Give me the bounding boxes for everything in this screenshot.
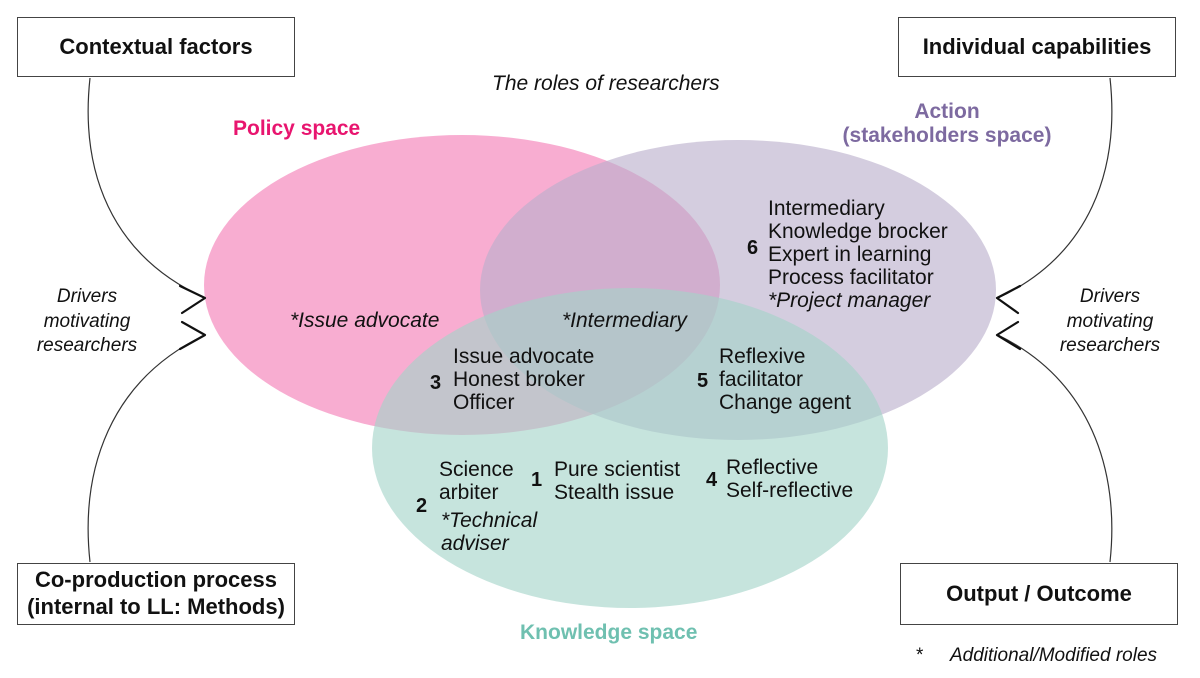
output-outcome-label: Output / Outcome xyxy=(946,580,1132,606)
coproduction-line-1: Co-production process xyxy=(34,567,277,593)
r6-line-4: Process facilitator xyxy=(768,266,934,290)
drivers-left: Drivers motivating researchers xyxy=(22,285,152,359)
region-5-roles: Reflexive facilitator Change agent xyxy=(719,345,851,414)
drivers-right-line-2: motivating xyxy=(1066,310,1154,332)
region-2-modified-role: *Technical adviser xyxy=(441,509,537,555)
contextual-factors-label: Contextual factors xyxy=(59,33,253,59)
arrow-coproduction xyxy=(87,334,206,563)
coproduction-line-2: (internal to LL: Methods) xyxy=(27,594,285,619)
r5-line-1: Reflexive xyxy=(719,345,806,368)
drivers-left-line-3: researchers xyxy=(36,335,138,357)
r4-line-1: Reflective xyxy=(726,456,819,479)
r2-line-2: arbiter xyxy=(439,481,499,505)
contextual-factors-box: Contextual factors xyxy=(17,17,295,77)
arrowhead-left-top xyxy=(178,284,207,315)
footnote-text: Additional/Modified roles xyxy=(950,645,1158,666)
drivers-right-line-1: Drivers xyxy=(1079,286,1141,307)
r1-line-1: Pure scientist xyxy=(554,458,681,481)
role-number-4: 4 xyxy=(706,469,718,491)
role-number-6: 6 xyxy=(747,237,759,259)
r3-line-1: Issue advocate xyxy=(453,345,595,368)
r6-line-5: *Project manager xyxy=(768,289,931,313)
knowledge-ellipse xyxy=(372,288,888,608)
role-number-2: 2 xyxy=(416,495,428,517)
r3-line-2: Honest broker xyxy=(453,368,585,392)
drivers-left-line-1: Drivers xyxy=(56,286,118,307)
r5-line-2: facilitator xyxy=(719,368,804,392)
r2-italic-line-1: *Technical xyxy=(441,509,538,532)
individual-capabilities-label: Individual capabilities xyxy=(922,33,1152,59)
role-number-1: 1 xyxy=(531,469,543,491)
role-number-3: 3 xyxy=(430,372,442,394)
r6-line-1: Intermediary xyxy=(768,197,885,220)
arrowhead-right-bottom xyxy=(995,320,1022,351)
r6-line-2: Knowledge brocker xyxy=(768,220,948,244)
action-space-line-1: Action xyxy=(914,100,980,123)
r1-line-2: Stealth issue xyxy=(554,481,675,505)
r2-italic-line-2: adviser xyxy=(441,532,509,556)
policy-space-label: Policy space xyxy=(233,117,361,140)
individual-capabilities-box: Individual capabilities xyxy=(898,17,1176,77)
output-outcome-box: Output / Outcome xyxy=(900,563,1178,625)
r5-line-3: Change agent xyxy=(719,391,851,415)
region-3-roles: Issue advocate Honest broker Officer xyxy=(453,345,594,414)
r4-line-2: Self-reflective xyxy=(726,479,854,503)
knowledge-space-label: Knowledge space xyxy=(520,621,698,644)
region-2-roles: Science arbiter xyxy=(439,458,514,504)
arrow-individual xyxy=(997,77,1113,299)
action-space-line-2: (stakeholders space) xyxy=(842,124,1052,148)
diagram-title: The roles of researchers xyxy=(492,72,720,95)
r6-line-3: Expert in learning xyxy=(768,243,932,267)
region-4-roles: Reflective Self-reflective xyxy=(726,456,853,502)
footnote-star: * xyxy=(916,645,924,666)
region-6-roles: Intermediary Knowledge brocker Expert in… xyxy=(768,197,948,312)
arrowhead-right-top xyxy=(995,284,1022,315)
intermediary-policy-action: *Intermediary xyxy=(562,309,687,332)
r3-line-3: Officer xyxy=(453,391,515,415)
region-1-roles: Pure scientist Stealth issue xyxy=(554,458,680,504)
coproduction-process-box: Co-production process (internal to LL: M… xyxy=(17,563,295,625)
arrow-output xyxy=(997,334,1113,563)
r2-line-1: Science xyxy=(439,458,514,481)
arrowhead-left-bottom xyxy=(178,320,207,351)
drivers-right-line-3: researchers xyxy=(1059,335,1161,357)
arrow-contextual xyxy=(87,77,206,299)
role-number-5: 5 xyxy=(697,370,709,392)
issue-advocate-policy: *Issue advocate xyxy=(290,309,440,332)
drivers-right: Drivers motivating researchers xyxy=(1045,285,1175,359)
action-space-label: Action (stakeholders space) xyxy=(832,100,1062,148)
drivers-left-line-2: motivating xyxy=(43,310,131,332)
